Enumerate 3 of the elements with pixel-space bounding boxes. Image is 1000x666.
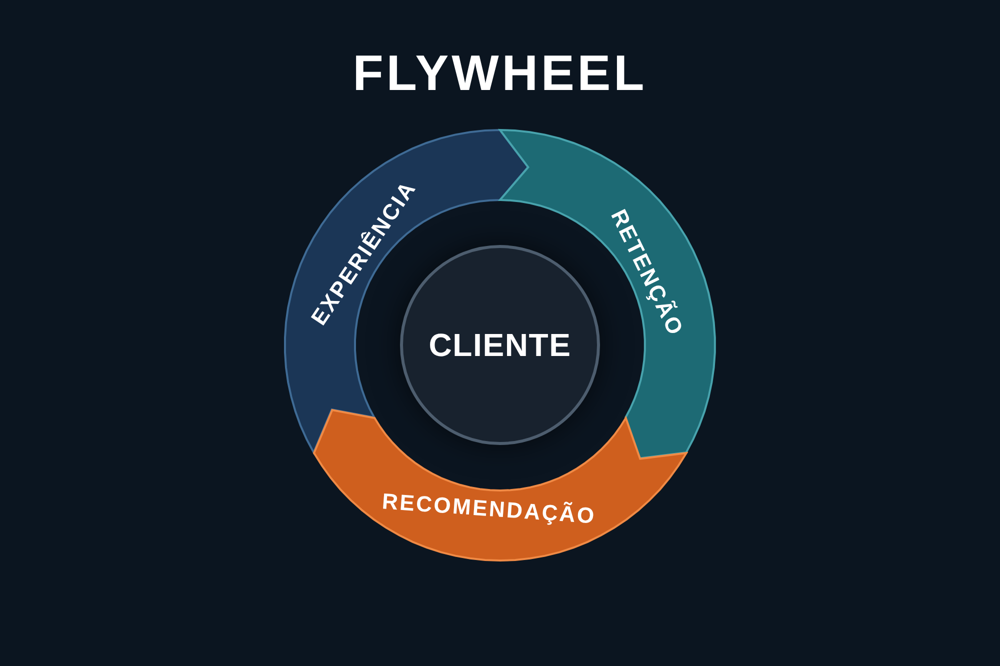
center-label: CLIENTE: [428, 326, 572, 365]
segment-label: RECOMENDAÇÃO: [380, 490, 596, 528]
title: FLYWHEEL: [352, 48, 648, 98]
